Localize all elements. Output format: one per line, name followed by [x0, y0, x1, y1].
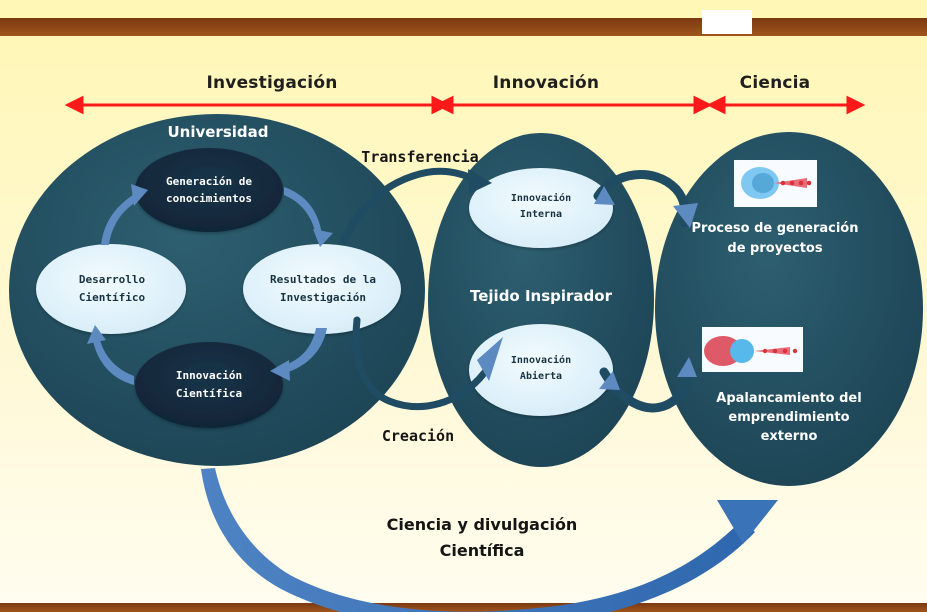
interna-to-ciencia-head-left	[594, 186, 615, 205]
generacion-text-line1: Generación de	[166, 175, 252, 188]
emprendimiento-dot-2	[772, 348, 778, 354]
cycle-arrow-top-right-head	[313, 229, 333, 247]
innovacion-arrow-right-head	[693, 95, 713, 115]
cycle-arrow-top-left	[101, 193, 139, 245]
emprendimiento-blue-core	[730, 339, 754, 363]
innovacion-cientifica-text-line2: Científica	[176, 387, 242, 400]
proyectos-text-line2: de proyectos	[727, 241, 822, 256]
bottom-label-line2: Científica	[440, 541, 525, 560]
abierta-to-ciencia-head-right	[677, 357, 697, 377]
innovation-flow-arrows	[340, 167, 698, 413]
bottom-science-arrow-head	[717, 500, 778, 544]
emprendimiento-dot-1	[762, 348, 768, 354]
tejido-inspirador-title: Tejido Inspirador	[470, 287, 613, 305]
ciencia-circle	[655, 132, 923, 486]
investigacion-label: Investigación	[206, 73, 337, 93]
emprendimiento-stream	[754, 347, 790, 355]
resultados-text-line1: Resultados de la	[270, 273, 376, 286]
emprendimiento-text-line1: Apalancamiento del	[716, 391, 861, 406]
universidad-circle	[9, 114, 425, 466]
cycle-arrow-bottom-right-head	[270, 360, 290, 381]
top-banner-white-tab	[702, 10, 752, 34]
cycle-arrow-bottom-left	[93, 340, 134, 385]
proyectos-text-line1: Proceso de generación	[692, 221, 859, 236]
cycle-arrow-top-left-head	[131, 184, 148, 206]
innovacion-abierta-text-line2: Abierta	[520, 370, 562, 382]
innovacion-arrow-left-head	[434, 95, 454, 115]
emprendimiento-text-line2: emprendimiento	[728, 410, 849, 425]
proyectos-dot-3	[798, 180, 804, 186]
interna-to-ciencia-head-right	[673, 203, 698, 228]
top-banner-bar	[0, 18, 927, 36]
section-arrows	[64, 95, 866, 115]
proyectos-illustration	[734, 160, 817, 207]
proyectos-dot-4	[806, 180, 812, 186]
creacion-arrow-head	[477, 337, 503, 381]
bottom-banner-bar	[0, 603, 927, 612]
transferencia-arrow-head	[468, 169, 492, 194]
innovacion-cientifica-text-line1: Innovación	[176, 369, 242, 382]
emprendimiento-red-cloud	[704, 336, 742, 366]
investigacion-arrow-left-head	[64, 95, 84, 115]
cycle-arrow-top-right	[284, 187, 322, 235]
emprendimiento-dot-4	[792, 348, 798, 354]
cycle-arrow-bottom-left-head	[87, 325, 106, 344]
ciencia-label: Ciencia	[740, 73, 811, 93]
resultados-text-line2: Investigación	[280, 291, 366, 304]
resultados-node	[243, 244, 401, 334]
generacion-text-line2: conocimientos	[166, 192, 252, 205]
ciencia-arrow-right-head	[846, 95, 866, 115]
cycle-arrow-bottom-right	[285, 328, 327, 373]
proyectos-core	[752, 173, 774, 193]
proyectos-dot-2	[789, 180, 795, 186]
emprendimiento-dot-3	[782, 348, 788, 354]
desarrollo-text-line2: Científico	[79, 291, 146, 304]
emprendimiento-illustration	[702, 327, 803, 372]
desarrollo-node	[36, 244, 186, 334]
innovacion-cientifica-node	[135, 342, 283, 428]
university-cycle-arrows	[87, 184, 333, 385]
desarrollo-text-line1: Desarrollo	[79, 273, 146, 286]
innovacion-interna-node	[469, 168, 613, 248]
abierta-to-ciencia-head-left	[599, 371, 620, 390]
innovacion-interna-text-line2: Interna	[520, 209, 562, 220]
proyectos-dot-1	[780, 180, 786, 186]
creacion-arrow-path	[352, 316, 489, 411]
creacion-label: Creación	[382, 427, 454, 445]
bottom-label-line1: Ciencia y divulgación	[387, 515, 578, 534]
innovacion-abierta-text-line1: Innovación	[511, 354, 571, 366]
innovacion-abierta-node	[469, 324, 613, 416]
generacion-node	[135, 148, 283, 232]
abierta-to-ciencia-arrow	[599, 359, 692, 413]
innovacion-label: Innovación	[493, 73, 599, 93]
transferencia-label: Transferencia	[361, 148, 478, 166]
ciencia-arrow-left-head	[706, 95, 726, 115]
innovacion-interna-text-line1: Innovación	[511, 192, 571, 204]
emprendimiento-text-line3: externo	[761, 429, 818, 444]
universidad-title: Universidad	[167, 123, 268, 141]
transferencia-arrow-path	[340, 167, 485, 245]
